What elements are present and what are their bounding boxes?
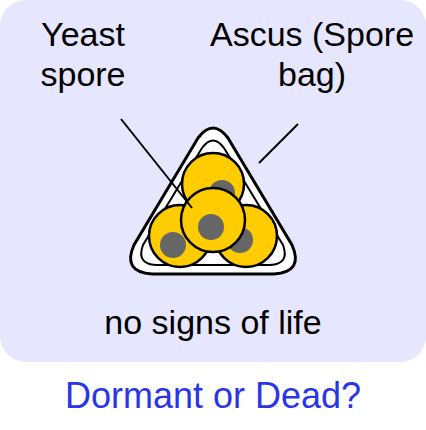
caption: Dormant or Dead? [3, 376, 423, 416]
leader-line [259, 124, 298, 163]
part-label: Yeast spore [3, 14, 163, 94]
note-text: no signs of life [13, 302, 413, 342]
spores [149, 153, 277, 267]
part-label: Ascus (Spore bag) [196, 14, 426, 94]
leader-line [121, 119, 192, 208]
background-panel [0, 0, 426, 362]
